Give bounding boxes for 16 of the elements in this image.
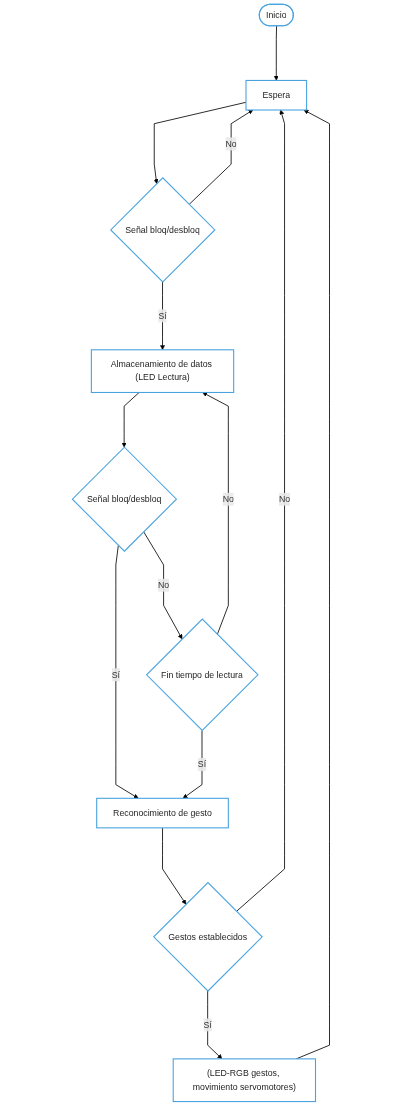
- node-diamond: Gestos establecidos: [152, 881, 263, 992]
- node-box: (LED-RGB gestos, movimiento servomotores): [172, 1058, 316, 1103]
- edge-label: No: [157, 580, 169, 590]
- node-diamond: Señal bloq/desbloq: [109, 177, 216, 283]
- node-diamond: Señal bloq/desbloq: [71, 446, 177, 553]
- node-box: Espera: [245, 79, 307, 111]
- edge-label: Sí: [197, 759, 206, 769]
- edge-label: Sí: [157, 310, 167, 321]
- edge-label: No: [278, 494, 290, 504]
- edge-label: No: [225, 139, 237, 149]
- edge-label: Sí: [203, 1020, 212, 1030]
- node-box: Almacenamiento de datos (LED Lectura): [90, 349, 234, 394]
- edge-label: Sí: [111, 669, 120, 680]
- edge-label: No: [222, 494, 234, 504]
- node-diamond: Fin tiempo de lectura: [145, 618, 259, 732]
- node-box: Reconocimiento de gesto: [95, 797, 229, 829]
